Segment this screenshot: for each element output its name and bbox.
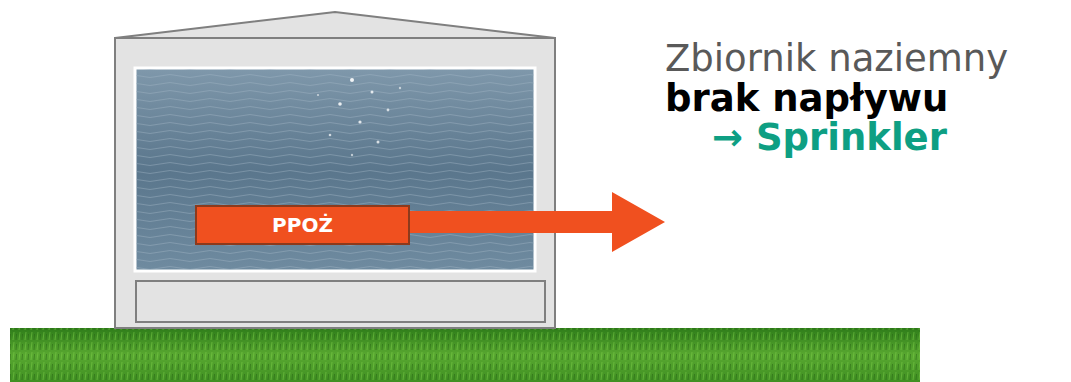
- sprinkler-text: → Sprinkler: [712, 118, 947, 158]
- inflow-text: brak napływu: [665, 79, 948, 119]
- tank-body: [115, 38, 555, 328]
- grass-texture: [10, 328, 920, 382]
- tank-base-panel: [136, 281, 545, 322]
- water-waves: [136, 69, 534, 270]
- fire-box: PPOŻ: [195, 205, 410, 245]
- grass-ground: [10, 328, 920, 382]
- water-fill: [135, 68, 535, 271]
- water-sparkles: [317, 78, 401, 156]
- outflow-arrow: [405, 192, 665, 252]
- box-label: PPOŻ: [272, 213, 333, 237]
- tank-roof: [115, 12, 555, 38]
- tank-type-text: Zbiornik naziemny: [665, 39, 1008, 79]
